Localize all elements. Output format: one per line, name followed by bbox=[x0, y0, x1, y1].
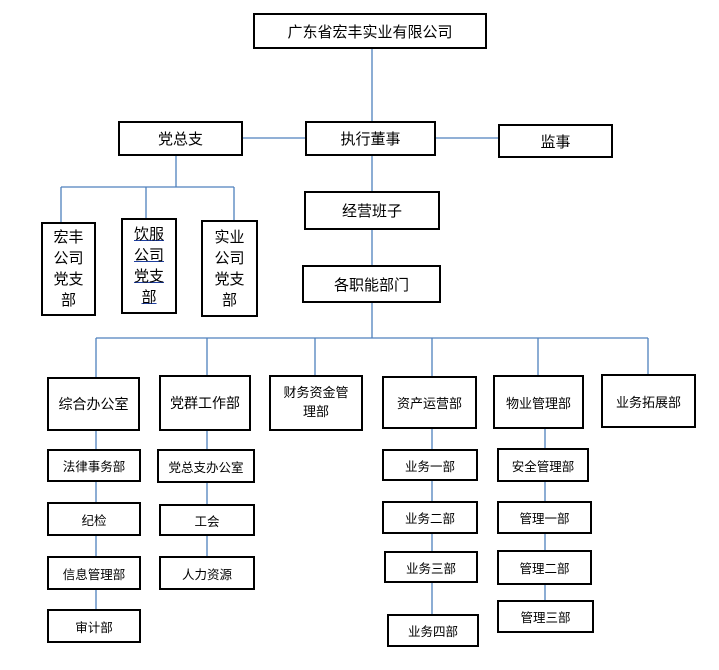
dept-office: 综合办公室 bbox=[47, 377, 140, 431]
party-branch-box: 党总支 bbox=[118, 121, 243, 156]
sub-dept-party-office: 党总支办公室 bbox=[157, 449, 255, 483]
party-sub-branch-hongfeng: 宏丰公司党支部 bbox=[41, 222, 96, 316]
executive-director-label: 执行董事 bbox=[340, 130, 401, 148]
sub-dept-label: 安全管理部 bbox=[511, 458, 575, 474]
sub-dept-mgmt-2: 管理二部 bbox=[497, 550, 592, 585]
dept-finance: 财务资金管理部 bbox=[269, 375, 363, 431]
party-branch-label: 党总支 bbox=[157, 130, 203, 148]
sub-dept-mgmt-1: 管理一部 bbox=[497, 501, 592, 534]
dept-label: 物业管理部 bbox=[505, 396, 571, 412]
supervisor-label: 监事 bbox=[540, 132, 571, 151]
sub-dept-label: 信息管理部 bbox=[62, 566, 126, 582]
dept-label: 资产运营部 bbox=[396, 397, 462, 412]
sub-dept-info: 信息管理部 bbox=[47, 556, 141, 590]
party-sub-branch-label: 饮服公司党支部 bbox=[133, 225, 164, 306]
sub-dept-label: 业务三部 bbox=[405, 560, 456, 576]
sub-dept-label: 党总支办公室 bbox=[168, 459, 244, 475]
sub-dept-label: 管理一部 bbox=[519, 511, 570, 526]
dept-party-work: 党群工作部 bbox=[159, 375, 251, 431]
party-sub-branch-industry: 实业公司党支部 bbox=[201, 220, 258, 317]
dept-label: 综合办公室 bbox=[58, 397, 129, 413]
dept-label: 业务拓展部 bbox=[615, 395, 681, 411]
sub-dept-union: 工会 bbox=[159, 504, 255, 536]
sub-dept-label: 工会 bbox=[194, 513, 220, 529]
sub-dept-discipline: 纪检 bbox=[47, 502, 141, 536]
dept-property: 物业管理部 bbox=[493, 375, 584, 429]
sub-dept-business-2: 业务二部 bbox=[382, 501, 478, 534]
sub-dept-label: 纪检 bbox=[81, 512, 107, 528]
sub-dept-label: 业务二部 bbox=[404, 511, 455, 526]
management-team-box: 经营班子 bbox=[304, 191, 440, 230]
dept-label: 财务资金管理部 bbox=[283, 386, 349, 420]
supervisor-box: 监事 bbox=[498, 124, 613, 158]
executive-director-box: 执行董事 bbox=[305, 121, 436, 156]
dept-business-dev: 业务拓展部 bbox=[601, 374, 696, 428]
sub-dept-business-1: 业务一部 bbox=[382, 449, 478, 481]
sub-dept-label: 管理三部 bbox=[520, 610, 571, 625]
sub-dept-business-3: 业务三部 bbox=[384, 551, 478, 583]
dept-asset-ops: 资产运营部 bbox=[382, 376, 477, 429]
sub-dept-label: 管理二部 bbox=[519, 561, 570, 576]
sub-dept-label: 业务一部 bbox=[404, 458, 455, 474]
party-sub-branch-label: 实业公司党支部 bbox=[214, 227, 245, 309]
sub-dept-mgmt-3: 管理三部 bbox=[497, 600, 594, 633]
sub-dept-label: 业务四部 bbox=[407, 624, 458, 639]
party-sub-branch-label: 宏丰公司党支部 bbox=[53, 228, 84, 309]
sub-dept-label: 人力资源 bbox=[181, 566, 232, 582]
company-label: 广东省宏丰实业有限公司 bbox=[287, 22, 453, 41]
sub-dept-safety: 安全管理部 bbox=[497, 448, 589, 482]
sub-dept-label: 审计部 bbox=[75, 619, 113, 635]
departments-hub-label: 各职能部门 bbox=[333, 275, 409, 294]
sub-dept-hr: 人力资源 bbox=[159, 556, 255, 590]
sub-dept-business-4: 业务四部 bbox=[387, 614, 479, 647]
sub-dept-label: 法律事务部 bbox=[62, 459, 126, 474]
departments-hub-box: 各职能部门 bbox=[302, 265, 441, 303]
party-sub-branch-catering: 饮服公司党支部 bbox=[121, 218, 177, 314]
dept-label: 党群工作部 bbox=[170, 396, 240, 412]
sub-dept-audit: 审计部 bbox=[47, 609, 141, 643]
sub-dept-legal: 法律事务部 bbox=[47, 449, 141, 482]
management-team-label: 经营班子 bbox=[341, 202, 402, 220]
company-box: 广东省宏丰实业有限公司 bbox=[253, 13, 487, 49]
